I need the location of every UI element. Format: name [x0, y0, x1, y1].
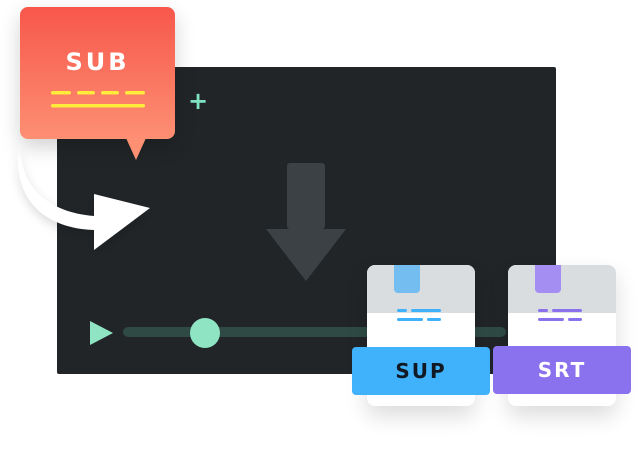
srt-format-label[interactable]: SRT — [493, 346, 631, 394]
text-lines-icon — [538, 309, 582, 321]
subtitle-lines-icon — [51, 91, 145, 108]
sub-bubble-tail — [126, 138, 146, 160]
sub-format-label: SUB — [65, 48, 130, 76]
text-lines-icon — [397, 309, 441, 321]
file-header — [367, 265, 475, 313]
floppy-tab-icon — [394, 265, 420, 293]
progress-handle[interactable] — [190, 318, 220, 348]
floppy-tab-icon — [535, 265, 561, 293]
plus-icon[interactable]: + — [187, 87, 209, 115]
curved-arrow-icon — [18, 140, 150, 250]
play-icon[interactable] — [87, 319, 115, 347]
sup-format-label[interactable]: SUP — [352, 347, 490, 395]
file-header — [508, 265, 616, 313]
progress-track[interactable] — [123, 327, 506, 337]
down-arrow-icon — [266, 163, 346, 281]
sub-format-bubble: SUB — [20, 7, 175, 139]
